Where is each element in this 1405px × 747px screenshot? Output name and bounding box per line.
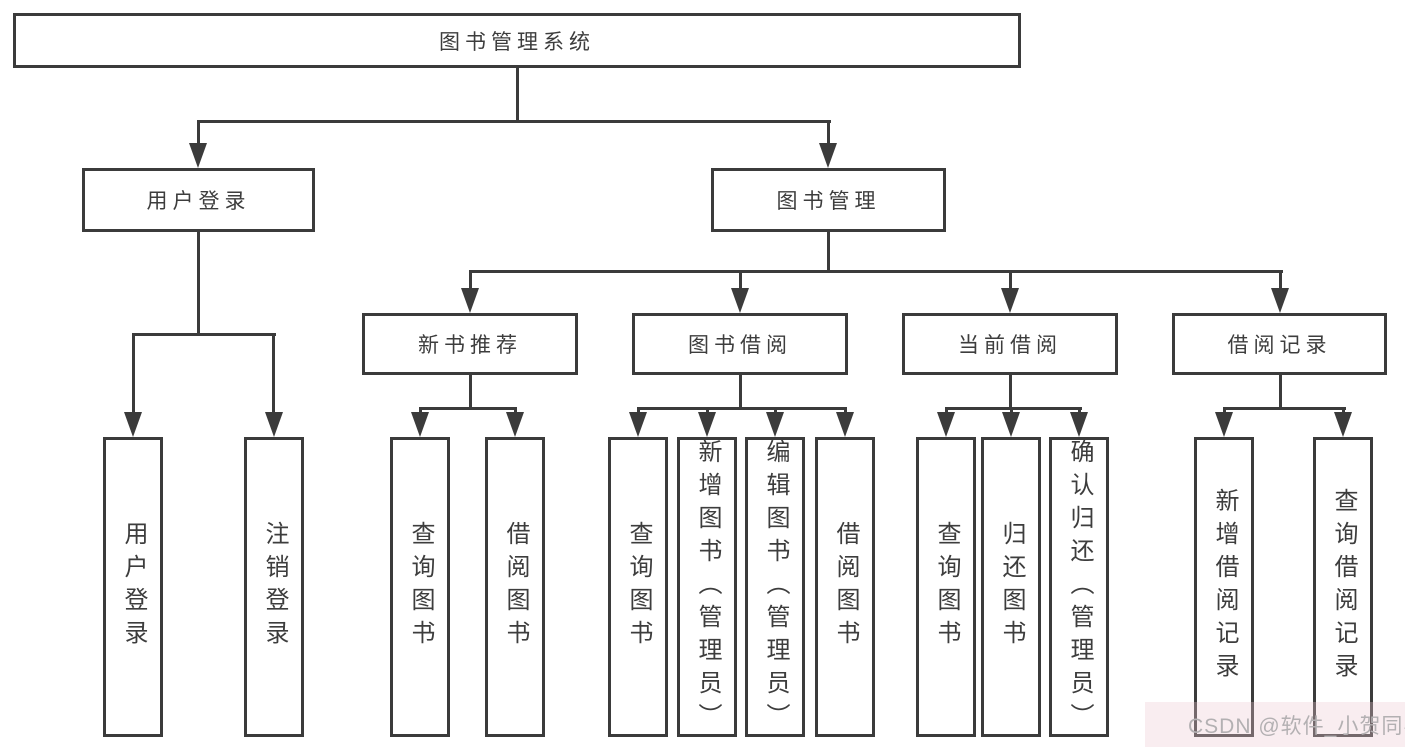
arrow-down-icon <box>731 288 749 313</box>
node-new-book-recommend: 新书推荐 <box>362 313 578 375</box>
leaf-query-book-1-label: 查询图书 <box>407 521 434 653</box>
connector-drop-leaf <box>1010 407 1013 415</box>
arrow-down-icon <box>189 143 207 168</box>
leaf-query-book-1: 查询图书 <box>390 437 450 737</box>
connector-rail-borrow-record <box>1223 407 1346 410</box>
connector-drop-leaf-logout <box>272 333 275 413</box>
connector-stem-current-borrow <box>1009 375 1012 410</box>
connector-rail-new-book-recommend <box>419 407 517 410</box>
connector-drop-leaf <box>844 407 847 415</box>
leaf-edit-book-admin-label: 编辑图书（管理员） <box>762 438 789 736</box>
arrow-down-icon <box>766 412 784 437</box>
leaf-query-book-2-label: 查询图书 <box>625 521 652 653</box>
leaf-return-book: 归还图书 <box>981 437 1041 737</box>
node-borrow-record: 借阅记录 <box>1172 313 1387 375</box>
node-user-login-label: 用户登录 <box>146 190 251 213</box>
arrow-down-icon <box>629 412 647 437</box>
leaf-confirm-return-admin: 确认归还（管理员） <box>1049 437 1109 737</box>
leaf-add-book-admin-label: 新增图书（管理员） <box>694 438 721 736</box>
connector-drop-leaf <box>514 407 517 415</box>
leaf-borrow-book-1: 借阅图书 <box>485 437 545 737</box>
connector-drop-borrow-record <box>1279 270 1282 290</box>
node-book-management-label: 图书管理 <box>776 190 881 213</box>
connector-drop-leaf <box>1223 407 1226 415</box>
arrow-down-icon <box>1271 288 1289 313</box>
arrow-down-icon <box>506 412 524 437</box>
arrow-down-icon <box>1070 412 1088 437</box>
connector-drop-new-book-recommend <box>469 270 472 290</box>
leaf-query-book-2: 查询图书 <box>608 437 668 737</box>
connector-drop-leaf <box>1342 407 1345 415</box>
node-new-book-recommend-label: 新书推荐 <box>418 334 522 357</box>
arrow-down-icon <box>411 412 429 437</box>
arrow-down-icon <box>265 412 283 437</box>
node-book-management: 图书管理 <box>711 168 946 232</box>
leaf-borrow-book-1-label: 借阅图书 <box>502 521 529 653</box>
connector-stem-user-login <box>197 232 200 333</box>
leaf-confirm-return-admin-label: 确认归还（管理员） <box>1066 438 1093 736</box>
leaf-logout-label: 注销登录 <box>261 521 288 653</box>
connector-rail-book-borrow <box>637 407 847 410</box>
leaf-user-login: 用户登录 <box>103 437 163 737</box>
connector-drop-leaf <box>637 407 640 415</box>
connector-stem-new-book-recommend <box>469 375 472 410</box>
node-borrow-record-label: 借阅记录 <box>1227 334 1332 357</box>
node-current-borrow: 当前借阅 <box>902 313 1118 375</box>
watermark-background <box>1145 702 1405 747</box>
connector-stem-borrow-record <box>1279 375 1282 410</box>
arrow-down-icon <box>836 412 854 437</box>
connector-drop-leaf-user-login <box>132 333 135 413</box>
leaf-edit-book-admin: 编辑图书（管理员） <box>745 437 805 737</box>
connector-drop-current-borrow <box>1009 270 1012 290</box>
arrow-down-icon <box>124 412 142 437</box>
leaf-query-book-3-label: 查询图书 <box>933 521 960 653</box>
arrow-down-icon <box>1215 412 1233 437</box>
connector-rail-user-login <box>132 333 276 336</box>
leaf-user-login-label: 用户登录 <box>120 521 147 653</box>
connector-rail-book-management <box>469 270 1283 273</box>
arrow-down-icon <box>1334 412 1352 437</box>
arrow-down-icon <box>461 288 479 313</box>
connector-drop-leaf <box>945 407 948 415</box>
arrow-down-icon <box>1002 412 1020 437</box>
connector-stem-book-borrow <box>739 375 742 410</box>
connector-drop-book-management <box>827 120 830 146</box>
connector-drop-leaf <box>1078 407 1081 415</box>
leaf-borrow-book-2: 借阅图书 <box>815 437 875 737</box>
connector-drop-leaf <box>774 407 777 415</box>
node-book-borrow: 图书借阅 <box>632 313 848 375</box>
leaf-add-borrow-record-label: 新增借阅记录 <box>1211 488 1238 686</box>
node-root-label: 图书管理系统 <box>439 30 595 54</box>
arrow-down-icon <box>1001 288 1019 313</box>
connector-stem-book-management <box>827 232 830 273</box>
connector-rail-current-borrow <box>945 407 1082 410</box>
connector-drop-leaf <box>706 407 709 415</box>
connector-drop-user-login <box>197 120 200 146</box>
connector-rail-root <box>197 120 831 123</box>
connector-drop-leaf <box>419 407 422 415</box>
node-current-borrow-label: 当前借阅 <box>958 334 1062 357</box>
leaf-borrow-book-2-label: 借阅图书 <box>832 521 859 653</box>
node-user-login: 用户登录 <box>82 168 315 232</box>
leaf-query-borrow-record: 查询借阅记录 <box>1313 437 1373 737</box>
connector-stem-root <box>516 68 519 120</box>
arrow-down-icon <box>937 412 955 437</box>
leaf-logout: 注销登录 <box>244 437 304 737</box>
arrow-down-icon <box>819 143 837 168</box>
connector-drop-book-borrow <box>739 270 742 290</box>
node-root: 图书管理系统 <box>13 13 1021 68</box>
watermark-text: CSDN @软件_小贺同学 <box>1188 715 1405 738</box>
node-book-borrow-label: 图书借阅 <box>688 334 792 357</box>
leaf-add-borrow-record: 新增借阅记录 <box>1194 437 1254 737</box>
arrow-down-icon <box>698 412 716 437</box>
leaf-add-book-admin: 新增图书（管理员） <box>677 437 737 737</box>
leaf-query-borrow-record-label: 查询借阅记录 <box>1330 488 1357 686</box>
leaf-return-book-label: 归还图书 <box>998 521 1025 653</box>
leaf-query-book-3: 查询图书 <box>916 437 976 737</box>
